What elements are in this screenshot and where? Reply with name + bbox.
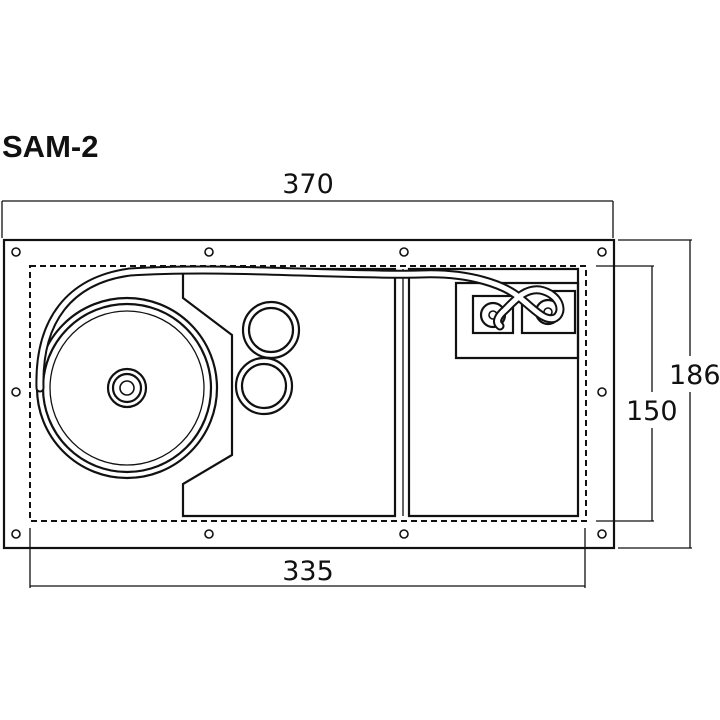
screw-hole-icon xyxy=(597,387,607,397)
screw-hole-icon xyxy=(204,529,214,539)
round-port-lower xyxy=(234,356,294,416)
overall-height-dimension: 186 xyxy=(618,239,720,549)
screw-hole-icon xyxy=(204,247,214,257)
inner-height-dimension: 150 xyxy=(596,265,678,522)
right-housing xyxy=(407,267,580,518)
round-port-upper xyxy=(241,300,301,360)
mounting-holes xyxy=(11,247,607,539)
connector-left xyxy=(471,294,515,335)
screw-hole-icon xyxy=(597,247,607,257)
inner-width-label: 335 xyxy=(282,556,334,587)
cutout-outline xyxy=(29,265,587,522)
inner-height-label: 150 xyxy=(626,396,678,427)
left-housing xyxy=(181,267,397,518)
screw-hole-icon xyxy=(597,529,607,539)
frame-plate xyxy=(2,238,616,550)
cable xyxy=(35,265,565,393)
screw-hole-icon xyxy=(11,247,21,257)
overall-height-label: 186 xyxy=(669,360,720,391)
screw-hole-icon xyxy=(11,387,21,397)
model-title: SAM-2 xyxy=(2,129,98,164)
connector-panel xyxy=(454,281,580,360)
motor-disk xyxy=(35,296,219,480)
overall-width-dimension: 370 xyxy=(1,169,614,238)
overall-width-label: 370 xyxy=(282,169,334,200)
screw-hole-icon xyxy=(11,529,21,539)
inner-width-dimension: 335 xyxy=(29,528,586,588)
screw-hole-icon xyxy=(399,529,409,539)
screw-hole-icon xyxy=(399,247,409,257)
